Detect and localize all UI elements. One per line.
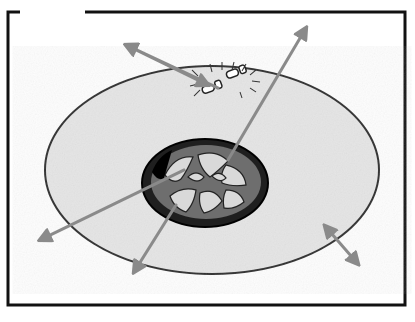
center-mosaic	[142, 139, 268, 227]
frame-top-gap	[20, 9, 85, 15]
